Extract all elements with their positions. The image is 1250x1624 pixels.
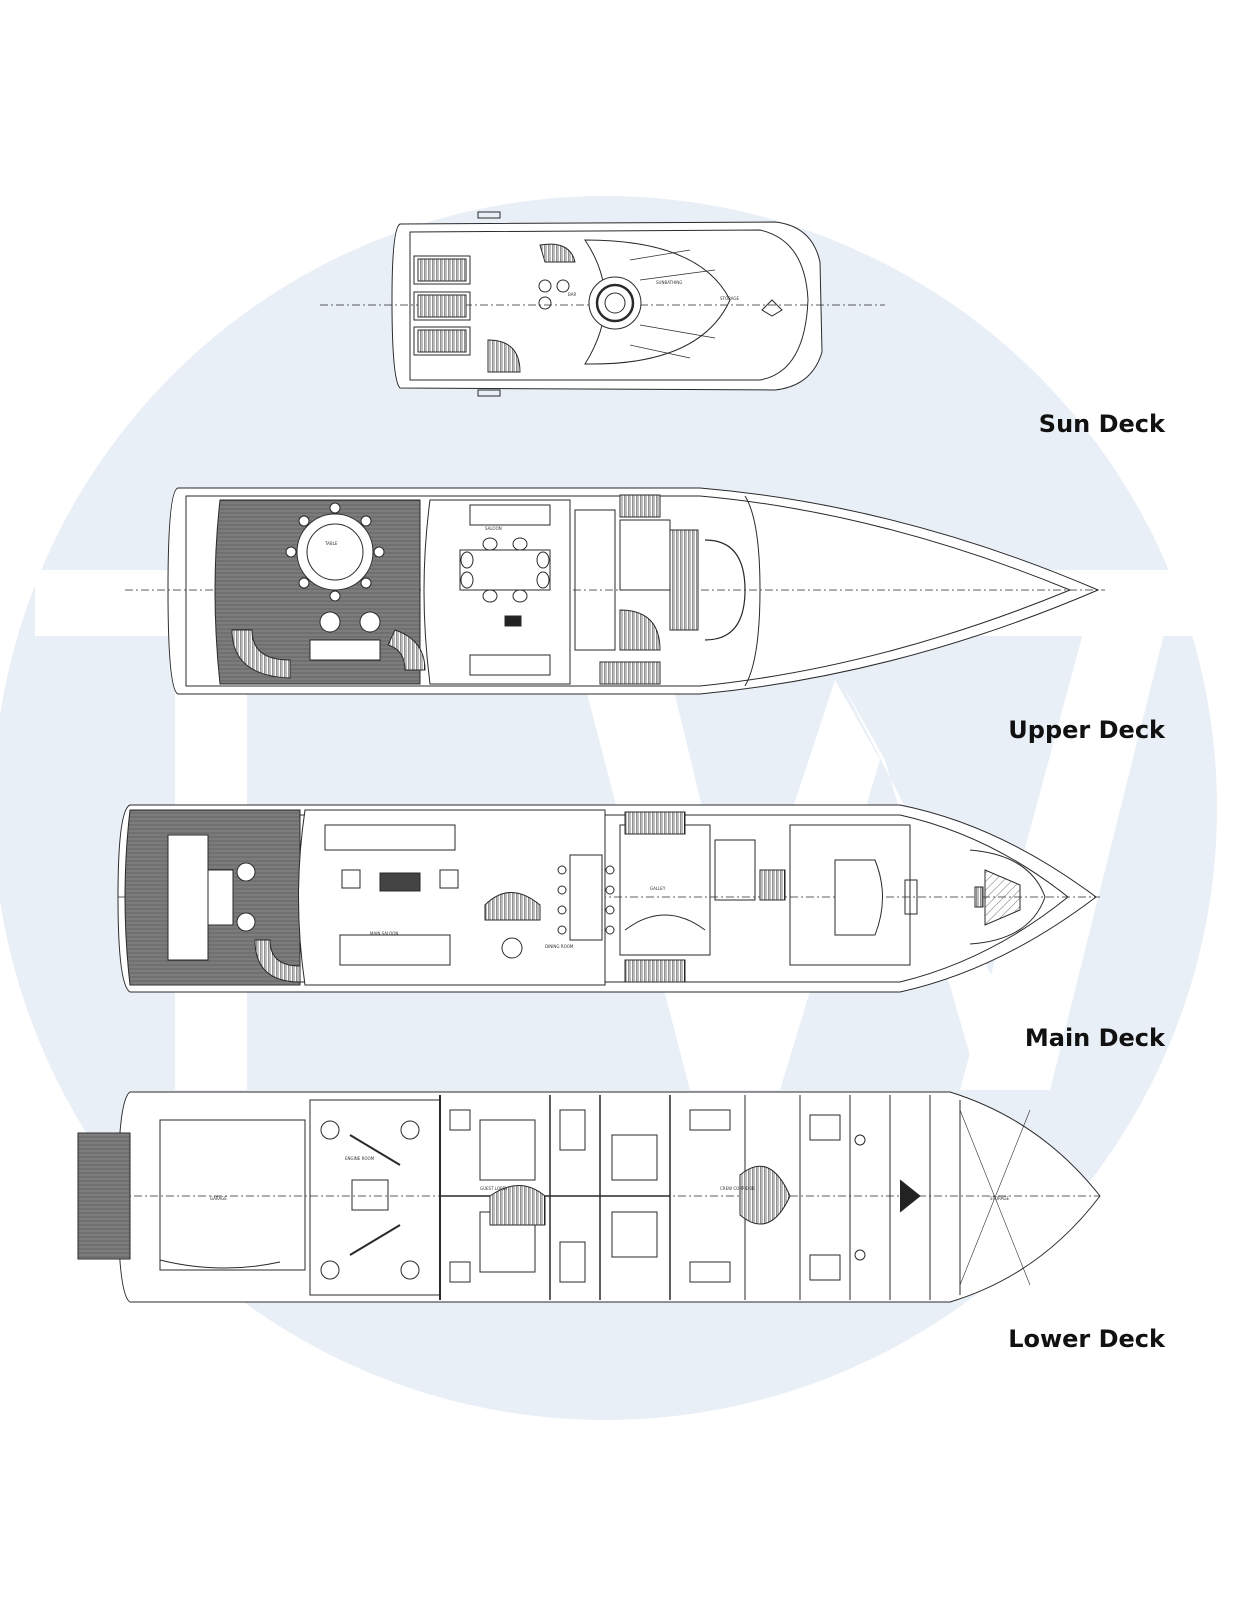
svg-text:SALOON: SALOON	[485, 526, 502, 531]
sun-deck-plan: BAR STORAGE SUNBATHING	[320, 211, 885, 397]
swim-platform	[77, 1132, 131, 1260]
svg-text:ENGINE ROOM: ENGINE ROOM	[345, 1156, 375, 1161]
svg-text:BAR: BAR	[568, 292, 576, 297]
upper-deck-plan: TABLE SALOON	[125, 487, 1105, 695]
svg-text:TABLE: TABLE	[324, 541, 338, 546]
svg-text:GUEST LOBBY: GUEST LOBBY	[480, 1186, 508, 1191]
svg-text:MAIN SALOON: MAIN SALOON	[370, 931, 398, 936]
main-deck-plan: MAIN SALOON DINING ROOM GALLEY	[117, 804, 1100, 993]
svg-text:DINING ROOM: DINING ROOM	[545, 944, 574, 949]
lower-deck-plan: GARAGE ENGINE ROOM GUEST LOBBY CREW CORR…	[77, 1091, 1101, 1303]
svg-text:STORAGE: STORAGE	[720, 296, 740, 301]
svg-text:STORAGE: STORAGE	[990, 1196, 1010, 1201]
svg-text:CREW CORRIDOR: CREW CORRIDOR	[720, 1186, 755, 1191]
svg-text:GALLEY: GALLEY	[650, 886, 666, 891]
svg-text:SUNBATHING: SUNBATHING	[656, 280, 682, 285]
sun-deck-label: Sun Deck	[1038, 410, 1165, 438]
main-deck-label: Main Deck	[1024, 1024, 1165, 1052]
upper-deck-label: Upper Deck	[1008, 716, 1165, 744]
lower-deck-label: Lower Deck	[1008, 1325, 1165, 1353]
svg-text:GARAGE: GARAGE	[210, 1196, 227, 1201]
